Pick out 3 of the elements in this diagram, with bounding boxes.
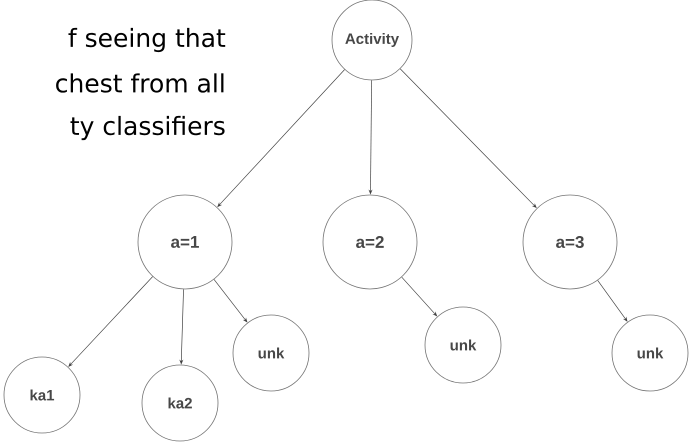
text-line: ty classifiers <box>70 116 225 140</box>
text-line: chest from all <box>56 73 224 93</box>
text-line: f seeing that <box>68 28 226 52</box>
